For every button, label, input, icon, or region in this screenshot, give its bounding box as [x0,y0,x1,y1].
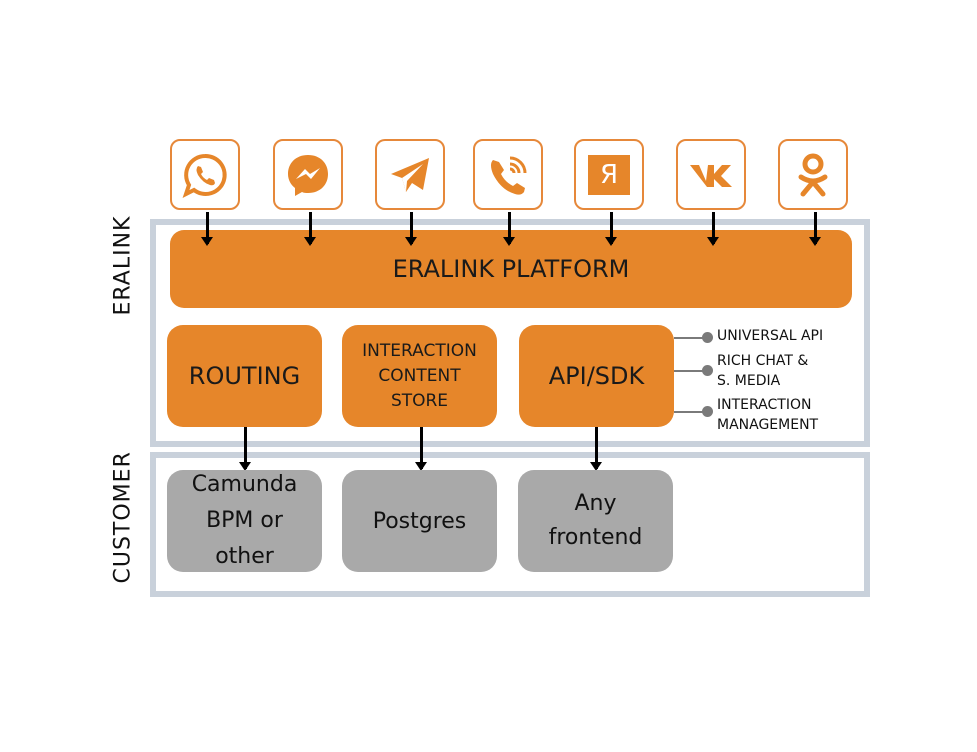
connector-rich-chat [674,370,708,372]
arrow-api-to-frontend [590,427,602,471]
arrow-vk [707,212,719,246]
feature-universal-api: UNIVERSAL API [717,328,824,344]
customer-section-label: CUSTOMER [110,451,136,584]
eralink-section-label: ERALINK [110,215,136,316]
yandex-icon: Я [588,154,630,195]
feature-rich-chat: RICH CHAT & S. MEDIA [717,353,809,389]
bullet-dot [702,332,713,343]
channel-messenger [273,139,343,210]
channel-odnoklassniki [778,139,848,210]
interaction-content-store-module: INTERACTION CONTENT STORE [342,325,497,427]
arrow-messenger [304,212,316,246]
arrow-odnoklassniki [809,212,821,246]
postgres-box: Postgres [342,470,497,572]
arrow-yandex [605,212,617,246]
api-sdk-module: API/SDK [519,325,674,427]
vk-icon [690,164,732,187]
connector-universal-api [674,337,708,339]
bullet-dot [702,406,713,417]
bullet-dot [702,365,713,376]
messenger-icon [288,154,328,196]
telegram-icon [391,157,429,192]
any-frontend-box: Any frontend [518,470,673,572]
arrow-viber [503,212,515,246]
channel-viber [473,139,543,210]
arrow-routing-to-camunda [239,427,251,471]
arrow-whatsapp [201,212,213,246]
channel-whatsapp [170,139,240,210]
routing-module: ROUTING [167,325,322,427]
arrow-telegram [405,212,417,246]
connector-interaction-management [674,411,708,413]
viber-icon [491,156,527,195]
arrow-store-to-postgres [415,427,427,471]
channel-telegram [375,139,445,210]
feature-interaction-management: INTERACTION MANAGEMENT [717,397,819,433]
odnoklassniki-icon [798,153,828,196]
channel-yandex: Я [574,139,644,210]
channel-vk [676,139,746,210]
camunda-bpm-box: Camunda BPM or other [167,470,322,572]
whatsapp-icon [182,153,227,198]
